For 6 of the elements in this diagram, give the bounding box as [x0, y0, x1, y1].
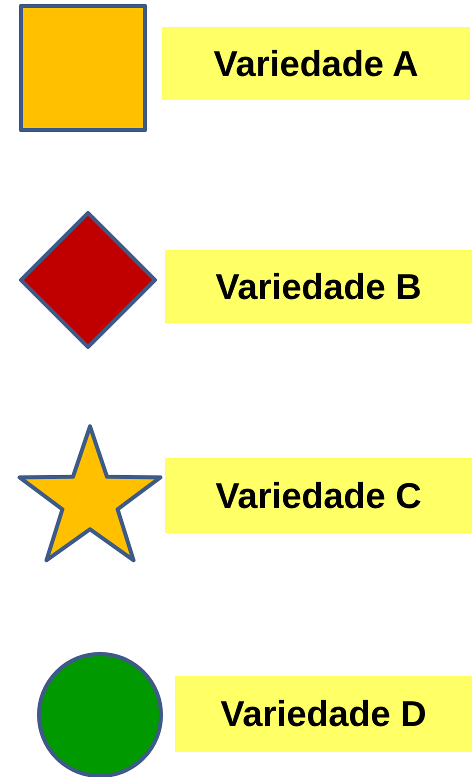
variety-label: Variedade D: [175, 676, 472, 752]
variety-label: Variedade B: [165, 250, 472, 323]
variety-label: Variedade C: [165, 458, 472, 533]
square-symbol: [18, 3, 148, 133]
variety-label: Variedade A: [162, 27, 470, 100]
diamond-symbol: [18, 210, 158, 350]
